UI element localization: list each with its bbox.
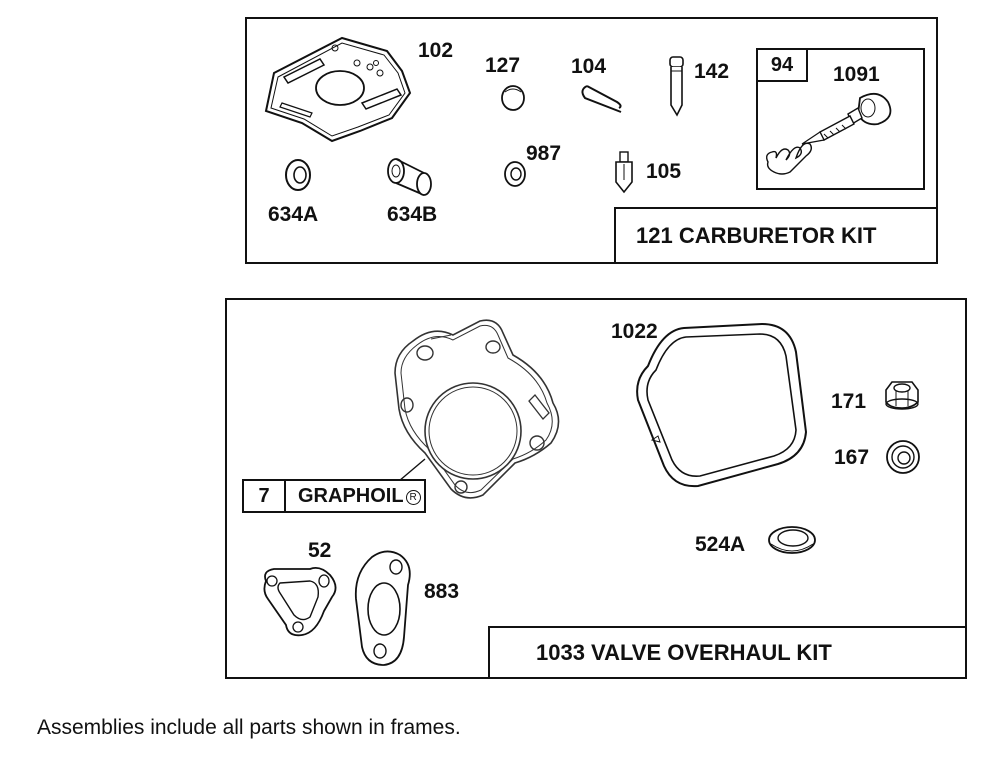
carburetor-kit-title: 121 CARBURETOR KIT	[614, 207, 938, 264]
part-number-127: 127	[485, 54, 521, 77]
cap-icon	[499, 84, 527, 112]
graphoil-label-box: 7 GRAPHOIL R	[242, 479, 426, 513]
jet-icon	[613, 150, 635, 194]
part-number-987: 987	[526, 142, 562, 165]
pin-icon	[577, 80, 627, 116]
graphoil-text: GRAPHOIL	[298, 484, 404, 507]
part-number-524a: 524A	[695, 533, 746, 556]
part-number-171: 171	[831, 390, 867, 413]
part-number-94-box: 94	[756, 48, 808, 82]
part-number-634b: 634B	[387, 203, 438, 226]
needle-icon	[665, 55, 689, 117]
carb-mount-gasket-icon	[262, 33, 422, 145]
registered-mark: R	[405, 490, 421, 505]
exhaust-gasket-icon	[352, 547, 422, 671]
part-number-142: 142	[694, 60, 730, 83]
washer-icon	[502, 160, 528, 188]
part-number-52: 52	[308, 539, 332, 562]
valve-overhaul-kit-title: 1033 VALVE OVERHAUL KIT	[488, 626, 967, 679]
part-number-104: 104	[571, 55, 607, 78]
footer-note: Assemblies include all parts shown in fr…	[37, 716, 461, 739]
retainer-icon	[884, 439, 924, 475]
graphoil-leader-line	[395, 455, 435, 485]
part-number-634a: 634A	[268, 203, 319, 226]
part-number-883: 883	[424, 580, 460, 603]
mixture-screw-icon	[760, 84, 910, 184]
seal-icon	[765, 522, 819, 556]
part-number-105: 105	[646, 160, 682, 183]
part-number-167: 167	[834, 446, 870, 469]
nut-icon	[882, 376, 924, 412]
bushing-icon	[283, 157, 313, 193]
valve-cover-gasket-icon	[628, 316, 818, 506]
head-gasket-icon	[385, 313, 575, 505]
part-number-1022: 1022	[611, 320, 658, 343]
exhaust-gasket-icon	[258, 563, 342, 643]
part-number-7: 7	[244, 481, 286, 511]
sleeve-bushing-icon	[384, 155, 436, 199]
part-number-102: 102	[418, 39, 454, 62]
part-number-1091: 1091	[833, 63, 880, 86]
